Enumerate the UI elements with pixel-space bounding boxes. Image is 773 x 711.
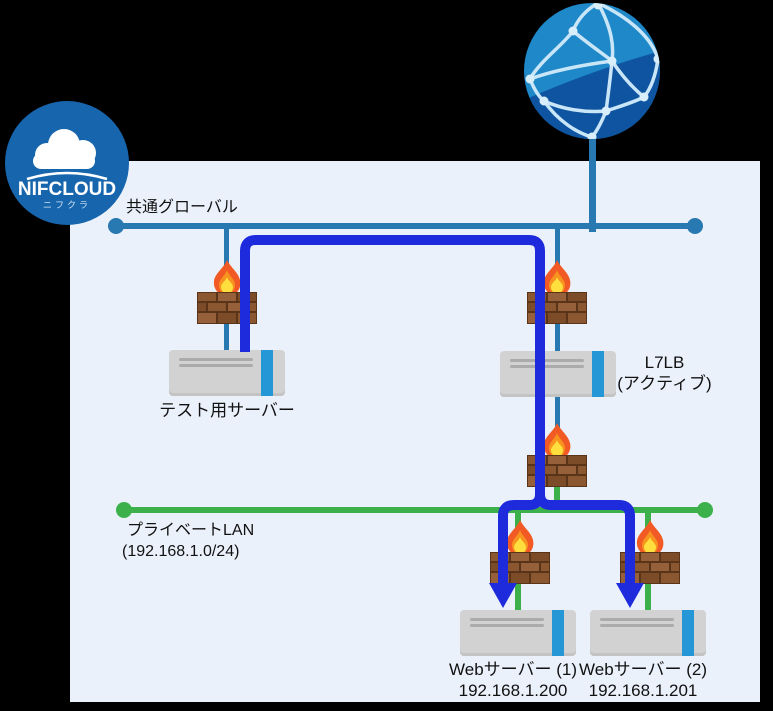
server-vent: [179, 358, 253, 361]
server-vent: [470, 624, 544, 627]
lan-line-endpoint-dot: [116, 502, 132, 518]
firewall-web1-icon: [490, 520, 550, 584]
global-network-line: [116, 223, 695, 229]
server-vent: [470, 618, 544, 621]
web-server-2-ip: 192.168.1.201: [588, 681, 698, 700]
test-server-icon: [169, 350, 285, 396]
private-lan-label: プライベートLAN (192.168.1.0/24): [122, 520, 255, 562]
server-vent: [600, 624, 674, 627]
web-server-2-name: Webサーバー (2): [579, 660, 707, 679]
l7lb-server-icon: [500, 351, 616, 397]
web-server-1-name: Webサーバー (1): [449, 660, 577, 679]
nifcloud-logo: NIFCLOUD ニフクラ: [5, 101, 129, 225]
global-network-label: 共通グローバル: [126, 199, 238, 216]
server-vent: [600, 618, 674, 621]
private-lan-line: [121, 507, 706, 513]
l7lb-name: L7LB: [644, 353, 685, 372]
server-vent: [179, 364, 253, 367]
internet-globe-icon: [524, 3, 660, 139]
firewall-l7lb-private-icon: [527, 423, 587, 487]
server-stripe: [682, 610, 694, 656]
global-line-endpoint-dot: [687, 218, 703, 234]
test-server-label: テスト用サーバー: [159, 401, 295, 420]
server-stripe: [592, 351, 604, 397]
server-stripe: [261, 350, 273, 396]
l7lb-downlink-line: [555, 397, 560, 432]
private-lan-name: プライベートLAN: [127, 522, 255, 539]
nifcloud-subtitle-text: ニフクラ: [43, 200, 91, 210]
l7lb-label: L7LB (アクティブ): [612, 352, 717, 394]
lan-line-endpoint-dot: [697, 502, 713, 518]
web-server-1-icon: [460, 610, 576, 656]
internet-uplink-line: [589, 135, 596, 232]
web-server-1-ip: 192.168.1.200: [458, 681, 568, 700]
web-server-2-label: Webサーバー (2) 192.168.1.201: [568, 659, 718, 701]
nifcloud-brand-text: NIFCLOUD: [18, 179, 116, 200]
global-line-endpoint-dot: [108, 218, 124, 234]
l7lb-status: (アクティブ): [617, 374, 712, 393]
server-stripe: [552, 610, 564, 656]
firewall-l7lb-global-icon: [527, 260, 587, 324]
server-vent: [510, 359, 584, 362]
web-server-1-label: Webサーバー (1) 192.168.1.200: [438, 659, 588, 701]
firewall-test-server-icon: [197, 260, 257, 324]
firewall-web2-icon: [620, 520, 680, 584]
logo-horizon-arc: [26, 171, 108, 181]
server-vent: [510, 365, 584, 368]
web-server-2-icon: [590, 610, 706, 656]
private-lan-cidr: (192.168.1.0/24): [122, 543, 240, 560]
